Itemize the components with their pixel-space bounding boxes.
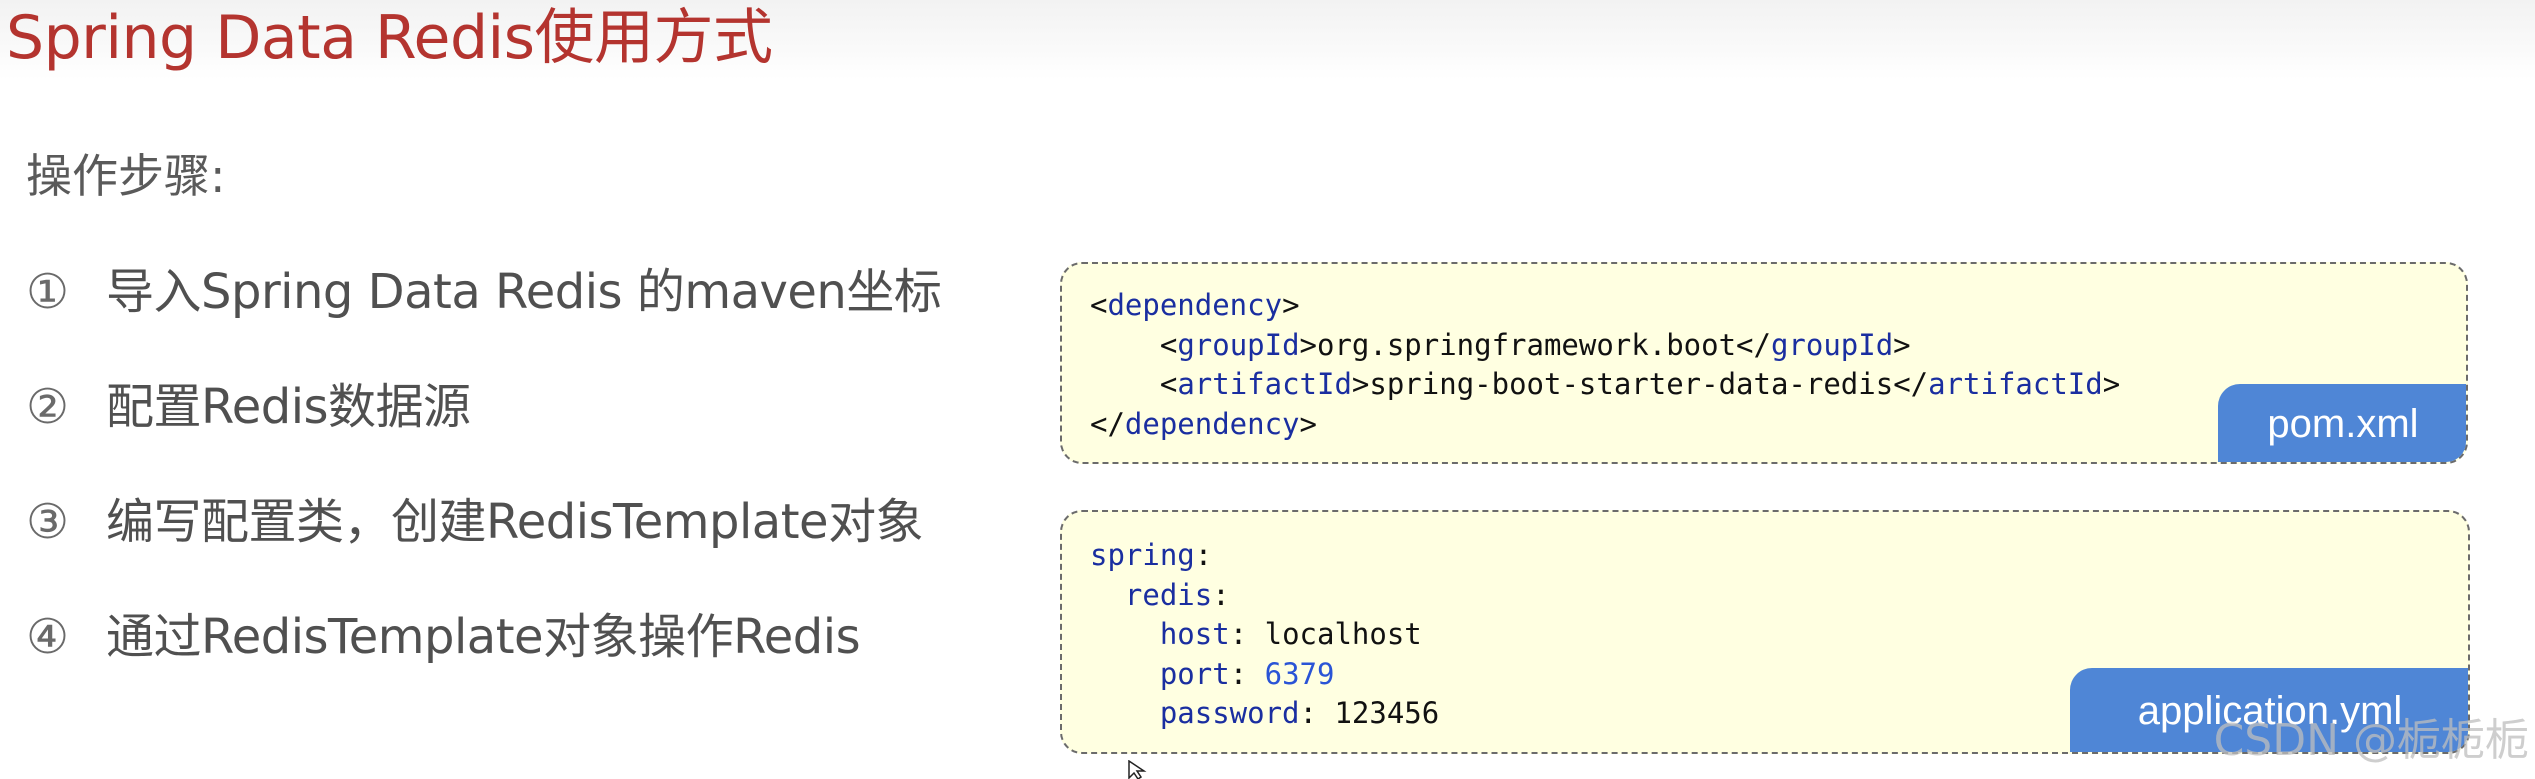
step-text: 编写配置类，创建RedisTemplate对象 [106,494,924,550]
yml-key: password [1159,696,1300,730]
xml-tag: dependency [1124,406,1300,441]
step-number: ③ [26,494,70,550]
xml-tag: artifactId [1177,367,1352,401]
step-2: ② 配置Redis数据源 [26,367,471,437]
step-number: ② [26,379,70,435]
step-text: 通过RedisTemplate对象操作Redis [106,609,861,665]
xml-tag: groupId [1177,327,1300,362]
step-text: 导入Spring Data Redis 的maven坐标 [106,264,942,320]
yml-key: port [1159,656,1230,691]
step-3: ③ 编写配置类，创建RedisTemplate对象 [26,482,924,552]
step-number: ① [26,264,70,320]
title-bar [0,0,2535,80]
yml-key: redis [1124,577,1213,612]
yml-value: localhost [1264,617,1422,651]
yml-code-box: spring: redis: host: localhost port: 637… [1060,510,2470,754]
xml-value: org.springframework.boot [1317,327,1737,362]
step-number: ④ [26,609,70,665]
steps-heading: 操作步骤: [26,149,226,203]
yml-key: spring [1090,538,1195,572]
pom-code-box: <dependency> <groupId>org.springframewor… [1060,262,2468,464]
xml-tag: artifactId [1928,367,2103,401]
step-text: 配置Redis数据源 [106,379,471,435]
yml-value: 123456 [1334,696,1440,730]
xml-tag: dependency [1107,288,1283,322]
pom-code: <dependency> <groupId>org.springframewor… [1090,288,2121,441]
pom-file-label: pom.xml [2218,384,2466,462]
yml-file-label: application.yml [2070,668,2468,752]
yml-key: host [1159,617,1230,651]
mouse-cursor-icon [1128,760,1147,779]
yml-code: spring: redis: host: localhost port: 637… [1090,538,1440,730]
xml-tag: groupId [1770,327,1894,362]
page-title: Spring Data Redis使用方式 [6,3,773,73]
xml-value: spring-boot-starter-data-redis [1369,367,1894,401]
step-4: ④ 通过RedisTemplate对象操作Redis [26,597,861,667]
yml-value: 6379 [1264,656,1335,691]
step-1: ① 导入Spring Data Redis 的maven坐标 [26,252,942,322]
watermark: CSDN @栀栀栀 [2213,715,2529,766]
